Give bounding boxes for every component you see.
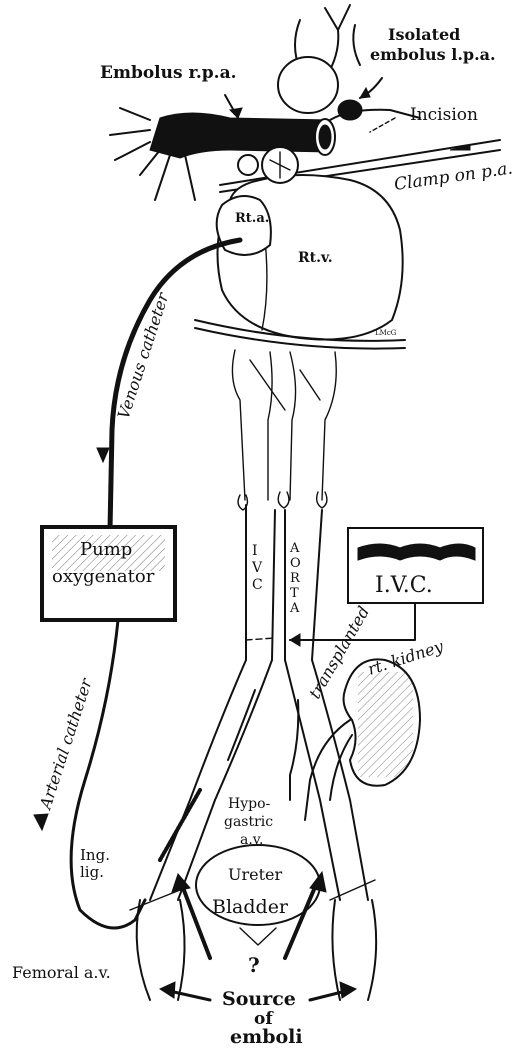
hypogastric-label-2: gastric bbox=[224, 814, 273, 830]
ivc-vertical-label: I V C bbox=[251, 543, 263, 593]
signature-label: LMcG bbox=[375, 329, 397, 337]
bladder-label: Bladder bbox=[212, 896, 289, 918]
pump-label: Pump bbox=[80, 539, 132, 560]
left-pulmonary-artery bbox=[330, 100, 420, 120]
inset-ivc-label: I.V.C. bbox=[375, 573, 433, 598]
ing-label-2: lig. bbox=[80, 863, 104, 881]
isolated-embolus-label-2: embolus l.p.a. bbox=[370, 45, 496, 64]
hypogastric-label-3: a.v. bbox=[240, 832, 264, 848]
hypogastric-label-1: Hypo- bbox=[228, 796, 271, 812]
source-label: Source bbox=[222, 988, 296, 1010]
svg-text:V: V bbox=[251, 560, 263, 576]
arterial-catheter-label: Arterial catheter bbox=[35, 675, 96, 813]
aorta-vertical-label: A O R T A bbox=[289, 541, 301, 616]
ureter-label: Ureter bbox=[228, 865, 283, 884]
mediastinal-tissue bbox=[232, 350, 336, 500]
svg-text:A: A bbox=[289, 541, 300, 556]
svg-text:I: I bbox=[252, 543, 258, 559]
rt-a-label: Rt.a. bbox=[235, 211, 269, 226]
svg-text:A: A bbox=[289, 601, 300, 616]
svg-text:R: R bbox=[290, 571, 301, 586]
bladder bbox=[196, 845, 320, 945]
vessel-ties bbox=[238, 492, 327, 510]
svg-text:T: T bbox=[290, 586, 299, 601]
svg-text:O: O bbox=[290, 556, 301, 571]
svg-text:C: C bbox=[252, 577, 263, 593]
femoral-label: Femoral a.v. bbox=[12, 963, 111, 982]
oxygenator-label: oxygenator bbox=[52, 566, 155, 587]
embolus-rpa-label: Embolus r.p.a. bbox=[100, 63, 237, 83]
emboli-label: emboli bbox=[230, 1026, 303, 1048]
question-mark: ? bbox=[248, 953, 260, 977]
arterial-catheter bbox=[71, 620, 145, 928]
isolated-embolus-label-1: Isolated bbox=[388, 25, 460, 44]
ing-label-1: Ing. bbox=[80, 846, 110, 864]
rt-v-label: Rt.v. bbox=[298, 250, 333, 266]
incision-label: Incision bbox=[410, 105, 478, 125]
heart bbox=[217, 147, 403, 340]
aortic-arch bbox=[278, 57, 338, 113]
